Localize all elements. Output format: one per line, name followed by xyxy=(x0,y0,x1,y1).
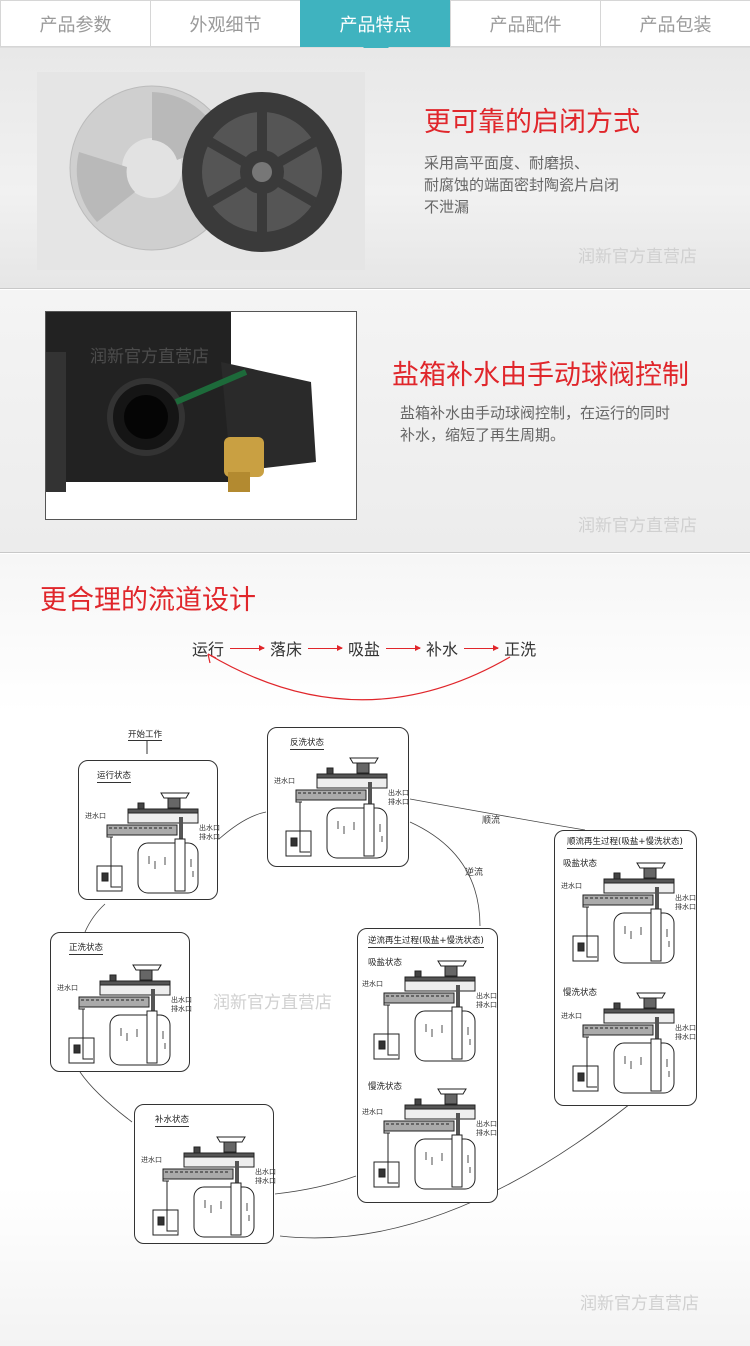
drain-label: 排水口 xyxy=(675,1033,696,1041)
arrow-icon xyxy=(464,644,500,651)
panel-run: 运行状态 进水口出水口排水口 xyxy=(78,760,220,900)
panel-title: 顺流再生过程(吸盐+慢洗状态) xyxy=(567,837,683,849)
panel-title: 逆流再生过程(吸盐+慢洗状态) xyxy=(368,936,484,948)
state-label: 慢洗状态 xyxy=(563,988,598,998)
tab-accessories[interactable]: 产品配件 xyxy=(450,0,600,47)
inlet-label: 进水口 xyxy=(362,980,383,988)
drain-label: 排水口 xyxy=(476,1129,497,1137)
counter-current-label: 逆流 xyxy=(465,868,484,878)
start-label: 开始工作 xyxy=(128,730,163,741)
panel-title: 补水状态 xyxy=(155,1115,190,1127)
section-seal: 更可靠的启闭方式 采用高平面度、耐磨损、 耐腐蚀的端面密封陶瓷片启闭 不泄漏 润… xyxy=(0,48,750,289)
inlet-label: 进水口 xyxy=(362,1108,383,1116)
section1-title: 更可靠的启闭方式 xyxy=(424,107,640,138)
drain-label: 排水口 xyxy=(388,798,409,806)
panel-counter-regeneration: 逆流再生过程(吸盐+慢洗状态) 吸盐状态 进水口出水口排水口 慢洗状态 进水口出… xyxy=(357,928,498,1203)
ceramic-disc-image xyxy=(37,72,365,270)
text-line: 耐腐蚀的端面密封陶瓷片启闭 xyxy=(424,176,620,194)
inlet-label: 进水口 xyxy=(85,812,106,820)
outlet-label: 出水口 xyxy=(255,1168,276,1176)
flow-sequence: 运行 落床 吸盐 补水 正洗 xyxy=(192,636,536,660)
flow-step: 吸盐 xyxy=(348,640,381,659)
drain-label: 排水口 xyxy=(171,1005,192,1013)
flow-step: 补水 xyxy=(426,640,459,659)
watermark: 润新官方直营店 xyxy=(578,247,697,267)
watermark: 润新官方直营店 xyxy=(580,1294,699,1314)
valve-diagram: 进水口出水口排水口 xyxy=(83,781,220,896)
text-line: 补水，缩短了再生周期。 xyxy=(400,426,566,444)
section2-text: 盐箱补水由手动球阀控制，在运行的同时 补水，缩短了再生周期。 xyxy=(400,402,670,446)
flow-step: 运行 xyxy=(192,640,225,659)
inlet-label: 进水口 xyxy=(561,882,582,890)
drain-label: 排水口 xyxy=(675,903,696,911)
inlet-label: 进水口 xyxy=(274,777,295,785)
inlet-label: 进水口 xyxy=(141,1156,162,1164)
drain-label: 排水口 xyxy=(476,1001,497,1009)
state-label: 吸盐状态 xyxy=(368,958,403,968)
tab-packaging[interactable]: 产品包装 xyxy=(600,0,750,47)
flow-step: 正洗 xyxy=(504,640,537,659)
valve-diagram: 进水口出水口排水口 xyxy=(559,851,696,966)
tab-params[interactable]: 产品参数 xyxy=(0,0,150,47)
section2-title: 盐箱补水由手动球阀控制 xyxy=(392,360,689,391)
valve-diagram: 进水口出水口排水口 xyxy=(360,1077,497,1192)
tab-features[interactable]: 产品特点 xyxy=(300,0,450,60)
section3-title: 更合理的流道设计 xyxy=(40,585,256,616)
panel-title: 正洗状态 xyxy=(69,943,104,955)
outlet-label: 出水口 xyxy=(199,824,220,832)
valve-diagram: 进水口出水口排水口 xyxy=(360,949,497,1064)
flow-step: 落床 xyxy=(270,640,303,659)
text-line: 盐箱补水由手动球阀控制，在运行的同时 xyxy=(400,404,671,422)
state-label: 吸盐状态 xyxy=(563,859,598,869)
valve-diagram: 进水口出水口排水口 xyxy=(559,981,696,1096)
outlet-label: 出水口 xyxy=(171,996,192,1004)
section1-text: 采用高平面度、耐磨损、 耐腐蚀的端面密封陶瓷片启闭 不泄漏 xyxy=(424,152,619,218)
arrow-icon xyxy=(230,644,266,651)
panel-backwash: 反洗状态 进水口出水口排水口 xyxy=(267,727,409,867)
outlet-label: 出水口 xyxy=(476,1120,497,1128)
drain-label: 排水口 xyxy=(255,1177,276,1185)
text-line: 采用高平面度、耐磨损、 xyxy=(424,154,590,172)
valve-diagram: 进水口出水口排水口 xyxy=(139,1125,276,1240)
outlet-label: 出水口 xyxy=(388,789,409,797)
outlet-label: 出水口 xyxy=(476,992,497,1000)
section-ball-valve: 润新官方直营店 盐箱补水由手动球阀控制 盐箱补水由手动球阀控制，在运行的同时 补… xyxy=(0,290,750,553)
state-label: 慢洗状态 xyxy=(368,1082,403,1092)
outlet-label: 出水口 xyxy=(675,1024,696,1032)
watermark-image: 润新官方直营店 xyxy=(90,347,209,367)
arrow-icon xyxy=(386,644,422,651)
inlet-label: 进水口 xyxy=(57,984,78,992)
tab-bar: 产品参数 外观细节 产品特点 产品配件 产品包装 xyxy=(0,0,750,60)
drain-label: 排水口 xyxy=(199,833,220,841)
ball-valve-image xyxy=(45,311,357,520)
text-line: 不泄漏 xyxy=(424,198,470,216)
outlet-label: 出水口 xyxy=(675,894,696,902)
panel-rinse: 正洗状态 进水口出水口排水口 xyxy=(50,932,192,1072)
tab-appearance[interactable]: 外观细节 xyxy=(150,0,300,47)
flow-connectors xyxy=(79,653,631,1239)
arrow-icon xyxy=(308,644,344,651)
section-flow-design: 更合理的流道设计 运行 落床 吸盐 补水 正洗 顺流 逆流 开始工作 运行状态 … xyxy=(0,554,750,1346)
inlet-label: 进水口 xyxy=(561,1012,582,1020)
panel-refill: 补水状态 进水口出水口排水口 xyxy=(134,1104,276,1244)
watermark: 润新官方直营店 xyxy=(213,993,332,1013)
panel-title: 反洗状态 xyxy=(290,738,325,750)
valve-diagram: 进水口出水口排水口 xyxy=(272,746,409,861)
watermark: 润新官方直营店 xyxy=(578,516,697,536)
valve-diagram: 进水口出水口排水口 xyxy=(55,953,192,1068)
panel-title: 运行状态 xyxy=(97,771,132,783)
panel-co-regeneration: 顺流再生过程(吸盐+慢洗状态) 吸盐状态 进水口出水口排水口 慢洗状态 进水口出… xyxy=(554,830,697,1106)
co-current-label: 顺流 xyxy=(482,816,501,826)
